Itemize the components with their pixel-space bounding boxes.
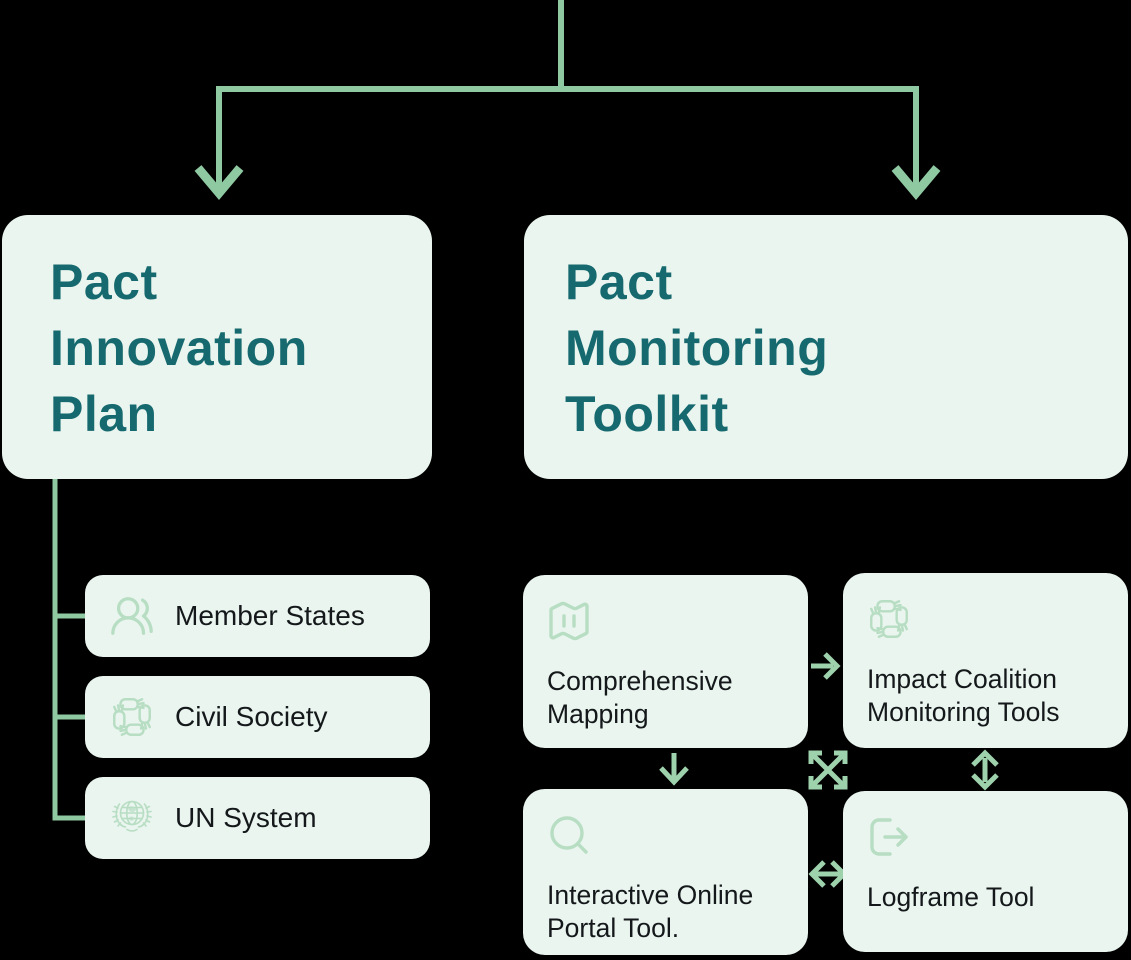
title-line: Toolkit	[565, 386, 729, 442]
interactive-online-portal-tool-label: Interactive Online Portal Tool.	[547, 880, 754, 943]
title-line: Innovation	[50, 320, 308, 376]
logframe-tool-card: Logframe Tool	[843, 791, 1128, 952]
comprehensive-mapping-label: Comprehensive Mapping	[547, 666, 733, 729]
impact-coalition-monitoring-tools-card: Impact Coalition Monitoring Tools	[843, 573, 1128, 748]
users-round-icon	[107, 591, 157, 641]
logframe-tool-label: Logframe Tool	[867, 882, 1035, 912]
down-arrow-icon	[659, 753, 689, 786]
title-line: Monitoring	[565, 320, 829, 376]
vertical-double-arrow-icon	[971, 749, 999, 791]
horizontal-double-arrow-icon	[808, 860, 848, 888]
left-down-arrowhead-icon	[194, 165, 244, 200]
top-split-connector	[216, 0, 919, 186]
cross-diagonal-arrows-icon	[801, 743, 855, 797]
right-arrow-icon	[811, 652, 841, 680]
pact-innovation-plan-title: Pact Innovation Plan	[50, 249, 308, 447]
un-system-label: UN System	[175, 802, 317, 833]
search-icon	[545, 811, 593, 864]
interactive-online-portal-tool-card: Interactive Online Portal Tool.	[523, 789, 808, 955]
pact-monitoring-toolkit-card: Pact Monitoring Toolkit	[524, 215, 1128, 479]
comprehensive-mapping-card: Comprehensive Mapping	[523, 575, 808, 748]
logout-arrow-icon	[865, 813, 913, 866]
member-states-card: Member States	[85, 575, 430, 657]
civil-society-label: Civil Society	[175, 701, 328, 732]
hands-together-icon	[107, 692, 157, 742]
title-line: Pact	[50, 254, 158, 310]
down-arrowheads	[194, 165, 941, 200]
hands-together-icon	[865, 595, 913, 648]
title-line: Pact	[565, 254, 673, 310]
right-down-arrowhead-icon	[891, 165, 941, 200]
innovation-branch-connector	[52, 479, 86, 821]
un-system-card: UN System	[85, 777, 430, 859]
un-emblem-icon	[107, 793, 157, 843]
pact-innovation-plan-card: Pact Innovation Plan	[2, 215, 432, 479]
title-line: Plan	[50, 386, 158, 442]
civil-society-card: Civil Society	[85, 676, 430, 758]
map-icon	[545, 597, 593, 650]
impact-coalition-monitoring-tools-label: Impact Coalition Monitoring Tools	[867, 664, 1060, 727]
pact-monitoring-toolkit-title: Pact Monitoring Toolkit	[565, 249, 828, 447]
member-states-label: Member States	[175, 600, 365, 631]
